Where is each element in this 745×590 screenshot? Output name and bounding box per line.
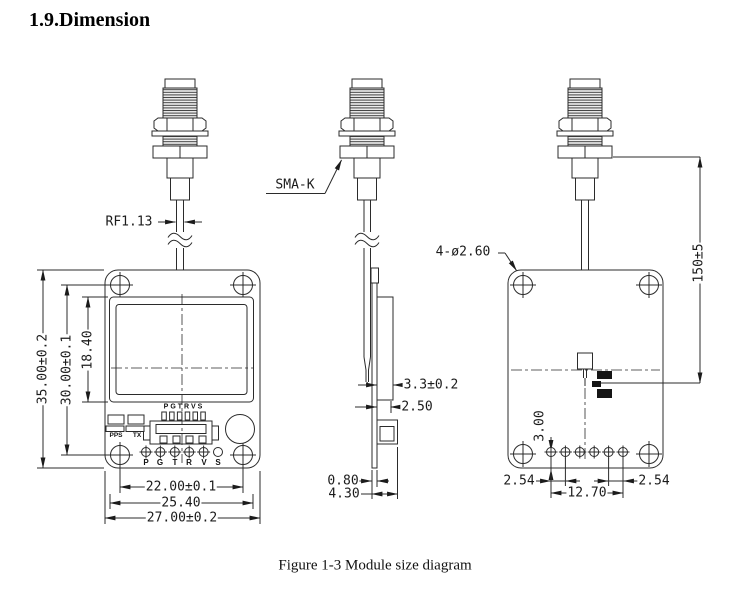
dim-board-height: 35.00±0.2 <box>35 332 51 406</box>
dim-pad-pitch-right: 2.54 <box>637 473 671 489</box>
dim-mount-holes: 4-ø2.60 <box>434 244 492 260</box>
dim-pad-row-span: 12.70 <box>566 485 608 501</box>
dim-pcb-thickness: 0.80 <box>326 473 360 489</box>
sma-connector-side <box>338 78 396 201</box>
connector-pin-labels: PGTRVS <box>163 403 205 411</box>
patch-antenna-side <box>376 296 394 401</box>
back-view <box>498 78 703 498</box>
section-title: 1.9.Dimension <box>29 9 151 31</box>
dim-pad-span-front: 25.40 <box>160 495 202 511</box>
pin-header <box>143 411 219 445</box>
dim-shield-height: 18.40 <box>80 329 96 371</box>
dim-board-width: 27.00±0.2 <box>145 510 219 526</box>
dim-hole-spacing-v: 30.00±0.1 <box>59 333 75 407</box>
led-indicators <box>105 414 145 432</box>
led-label-pps: PPS <box>109 431 123 439</box>
pin-label-s: S <box>215 458 221 467</box>
dim-pad-pitch-left: 2.54 <box>502 473 536 489</box>
side-view <box>266 78 411 499</box>
pin-label-v: V <box>201 458 207 467</box>
side-dimensions <box>266 159 411 499</box>
led-label-tx: TX <box>132 431 142 439</box>
sma-connector-back <box>556 78 614 201</box>
pin-label-p: P <box>143 458 149 467</box>
front-view <box>37 78 261 524</box>
dim-total-thickness: 4.30 <box>327 486 361 502</box>
battery-circle <box>225 414 255 444</box>
figure-caption: Figure 1-3 Module size diagram <box>278 557 472 574</box>
sma-connector-front <box>151 78 209 201</box>
dim-patch-offset: 2.50 <box>400 399 434 415</box>
cable-crimp <box>577 352 593 370</box>
dim-cable-length: 150±5 <box>691 242 707 284</box>
dim-pad-to-edge: 3.00 <box>532 409 548 443</box>
pin-label-g: G <box>156 458 164 467</box>
pin-label-r: R <box>186 458 192 467</box>
dim-patch-thickness: 3.3±0.2 <box>402 377 460 393</box>
sma-k-label: SMA-K <box>274 177 316 193</box>
dim-rf-cable: RF1.13 <box>104 214 154 230</box>
pin-label-t: T <box>172 458 178 467</box>
dim-hole-spacing-h: 22.00±0.1 <box>144 479 218 495</box>
